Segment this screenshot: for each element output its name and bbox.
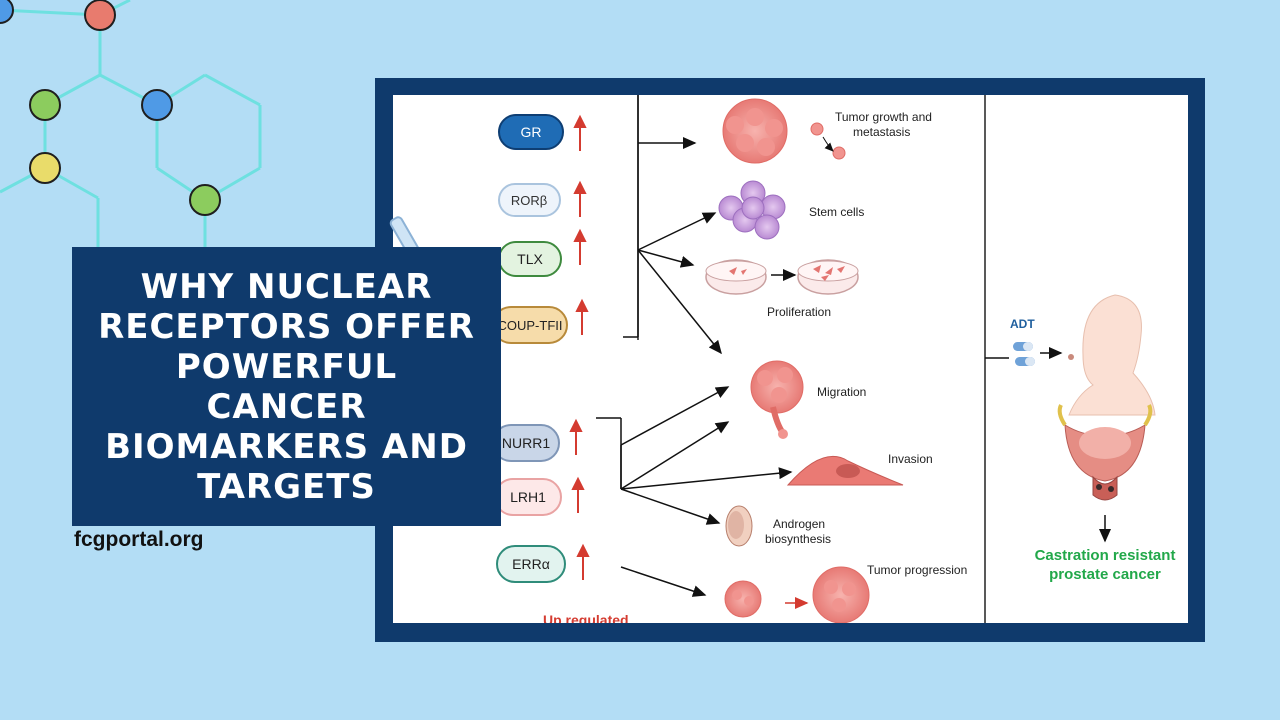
molecule-node-blue-edge — [0, 0, 14, 24]
receptor-coup-tfii: COUP-TFII — [492, 306, 568, 344]
outcome-tumor-progression: Tumor progression — [867, 563, 967, 577]
page-title: WHY NUCLEAR RECEPTORS OFFER POWERFUL CAN… — [98, 266, 475, 507]
pill-capsules-icon — [1013, 342, 1035, 366]
svg-text:ERRα: ERRα — [512, 556, 550, 572]
svg-text:GR: GR — [521, 124, 542, 140]
top-bracket — [623, 95, 722, 355]
svg-text:NURR1: NURR1 — [502, 435, 550, 451]
prostate-illustration — [1057, 404, 1153, 501]
molecule-node-green — [29, 89, 61, 121]
result-label-2: prostate cancer — [1049, 566, 1161, 583]
result-label-1: Castration resistant — [1035, 547, 1176, 564]
bottom-bracket — [596, 386, 793, 597]
title-card: WHY NUCLEAR RECEPTORS OFFER POWERFUL CAN… — [72, 247, 501, 526]
receptor-nurr1: NURR1 — [492, 424, 560, 462]
outcome-androgen-2: biosynthesis — [765, 532, 831, 546]
receptor-err-alpha: ERRα — [496, 545, 566, 583]
upregulated-arrows — [569, 114, 590, 580]
molecule-node-blue — [141, 89, 173, 121]
outcome-tumor-growth-2: metastasis — [853, 125, 910, 139]
migration-illustration — [750, 360, 804, 439]
receptor-ror-beta: RORβ — [498, 183, 561, 217]
site-label: fcgportal.org — [74, 528, 204, 551]
stem-cells-illustration — [718, 180, 786, 240]
receptor-gr: GR — [498, 114, 564, 150]
molecule-node-red — [84, 0, 116, 31]
outcome-proliferation: Proliferation — [767, 305, 831, 319]
molecule-node-green-2 — [189, 184, 221, 216]
proliferation-illustration — [705, 259, 859, 295]
adt-label: ADT — [1010, 317, 1035, 331]
human-head-illustration — [1068, 294, 1156, 416]
outcome-androgen-1: Androgen — [773, 517, 825, 531]
receptor-tlx: TLX — [498, 241, 562, 277]
molecule-node-yellow — [29, 152, 61, 184]
outcome-invasion: Invasion — [888, 452, 933, 466]
svg-text:COUP-TFII: COUP-TFII — [498, 318, 563, 333]
androgen-illustration — [725, 505, 753, 547]
up-regulated-label: Up regulated — [543, 612, 629, 623]
receptor-lrh1: LRH1 — [494, 478, 562, 516]
invasion-illustration — [786, 456, 904, 486]
outcome-stem-cells: Stem cells — [809, 205, 864, 219]
tumor-cluster-illustration — [722, 98, 846, 164]
svg-text:TLX: TLX — [517, 251, 543, 267]
svg-text:LRH1: LRH1 — [510, 489, 546, 505]
svg-text:RORβ: RORβ — [511, 193, 547, 208]
outcome-migration: Migration — [817, 385, 866, 399]
molecule-decoration — [0, 0, 262, 250]
figure-panel: GR RORβ TLX COUP-TFII NURR1 LRH1 ERRα — [393, 95, 1188, 623]
tumor-progression-illustration — [724, 566, 870, 623]
outcome-tumor-growth-1: Tumor growth and — [835, 110, 932, 124]
